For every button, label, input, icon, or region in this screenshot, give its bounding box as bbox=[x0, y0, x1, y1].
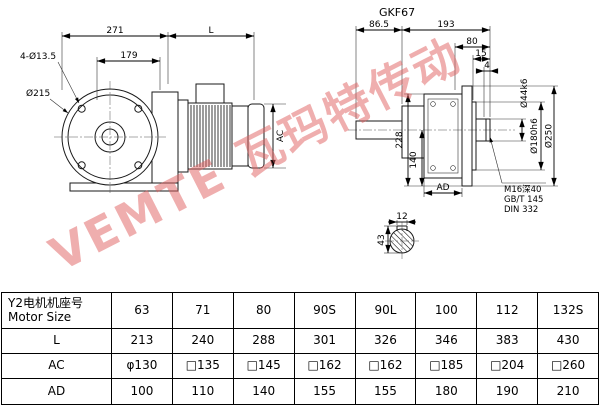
table-cell: 140 bbox=[232, 378, 295, 405]
bolt-hole bbox=[134, 161, 143, 170]
dim-140: 140 bbox=[409, 151, 419, 168]
dim-d215: Ø215 bbox=[26, 88, 50, 99]
dim-193: 193 bbox=[437, 20, 454, 30]
table-cell: □204 bbox=[476, 353, 539, 379]
gearbox-base bbox=[69, 182, 179, 192]
table-cell: □162 bbox=[293, 353, 356, 379]
table-cell: 155 bbox=[293, 378, 356, 405]
table-cell: 288 bbox=[232, 328, 295, 354]
left-view: 271 L 179 4-Ø13.5 Ø215 AC bbox=[20, 26, 286, 193]
dim-AD: AD bbox=[436, 183, 449, 193]
motor-size-table: Y2电机机座号 Motor Size 63 71 80 90S 90L 100 … bbox=[1, 292, 599, 405]
right-view: GKF67 86.5 193 bbox=[348, 6, 558, 259]
dim-179: 179 bbox=[120, 51, 137, 61]
right-view-title: GKF67 bbox=[379, 6, 415, 19]
dim-80: 80 bbox=[466, 37, 478, 47]
flange-spigot bbox=[471, 101, 477, 171]
motor-body bbox=[187, 83, 265, 170]
table-cell: φ130 bbox=[111, 353, 173, 379]
dim-L: L bbox=[208, 26, 213, 36]
table-cell: 213 bbox=[111, 328, 173, 354]
table-cell: 71 bbox=[171, 292, 234, 329]
bolt-hole bbox=[77, 104, 86, 113]
technical-drawing: 271 L 179 4-Ø13.5 Ø215 AC GKF67 bbox=[20, 6, 558, 259]
table-cell: □185 bbox=[415, 353, 478, 379]
table-cell: □135 bbox=[171, 353, 234, 379]
terminal-box bbox=[195, 83, 225, 104]
table-cell: 100 bbox=[415, 292, 478, 329]
dim-d250: Ø250 bbox=[544, 124, 555, 149]
shaft-section-view: 12 43 bbox=[377, 212, 419, 259]
bolt-hole bbox=[134, 104, 143, 113]
dim-228: 228 bbox=[395, 131, 405, 148]
right-view-dimensions: 86.5 193 80 15 4 Ø44k6 Ø180h6 bbox=[355, 20, 558, 215]
table-cell: 190 bbox=[476, 378, 539, 405]
table-cell: 155 bbox=[354, 378, 417, 405]
dim-271: 271 bbox=[106, 26, 123, 36]
table-cell: 383 bbox=[476, 328, 539, 354]
dim-12: 12 bbox=[396, 212, 407, 222]
table-cell: □260 bbox=[537, 353, 599, 379]
thread-note-line1: M16深40 bbox=[504, 185, 541, 195]
table-cell: □162 bbox=[354, 353, 417, 379]
dim-d180: Ø180h6 bbox=[529, 118, 540, 154]
dim-d44: Ø44k6 bbox=[519, 78, 530, 108]
fan-cover bbox=[247, 103, 265, 169]
table-row-AD: AD 100 110 140 155 155 180 190 210 bbox=[1, 378, 599, 405]
table-cell: 326 bbox=[354, 328, 417, 354]
dim-86-5: 86.5 bbox=[369, 20, 389, 30]
dim-15: 15 bbox=[475, 49, 486, 59]
table-header-row: Y2电机机座号 Motor Size 63 71 80 90S 90L 100 … bbox=[1, 292, 599, 329]
motor-end-bell bbox=[231, 105, 249, 167]
gearbox-section-body bbox=[348, 85, 515, 187]
table-cell: 240 bbox=[171, 328, 234, 354]
table-row-L: L 213 240 288 301 326 346 383 430 bbox=[1, 328, 599, 354]
table-row-AC: AC φ130 □135 □145 □162 □162 □185 □204 □2… bbox=[1, 353, 599, 379]
motor-size-header-cell: Y2电机机座号 Motor Size bbox=[1, 292, 112, 329]
motor-size-label-cn: Y2电机机座号 bbox=[8, 295, 83, 310]
row-label-AC: AC bbox=[1, 353, 112, 379]
dim-bolt-holes: 4-Ø13.5 bbox=[20, 51, 56, 62]
table-cell: 301 bbox=[293, 328, 356, 354]
output-flange bbox=[461, 85, 473, 187]
table-cell: 132S bbox=[537, 292, 599, 329]
table-cell: 430 bbox=[537, 328, 599, 354]
dim-AC: AC bbox=[276, 130, 286, 142]
table-cell: 63 bbox=[111, 292, 173, 329]
row-label-AD: AD bbox=[1, 378, 112, 405]
table-cell: 100 bbox=[111, 378, 173, 405]
row-label-L: L bbox=[1, 328, 112, 354]
gear-housing bbox=[423, 93, 463, 179]
table-cell: 210 bbox=[537, 378, 599, 405]
input-housing bbox=[401, 105, 425, 159]
thread-note-line3: DIN 332 bbox=[504, 205, 538, 215]
bolt-hole bbox=[77, 161, 86, 170]
table-cell: 112 bbox=[476, 292, 539, 329]
left-view-dimensions: 271 L 179 4-Ø13.5 Ø215 AC bbox=[20, 26, 286, 169]
gearbox-front-flange bbox=[54, 81, 166, 193]
table-cell: □145 bbox=[232, 353, 295, 379]
table-cell: 80 bbox=[232, 292, 295, 329]
table-cell: 180 bbox=[415, 378, 478, 405]
table-cell: 90L bbox=[354, 292, 417, 329]
dim-43: 43 bbox=[377, 234, 387, 245]
motor-size-label-en: Motor Size bbox=[8, 309, 72, 324]
dim-4: 4 bbox=[484, 61, 490, 71]
table-cell: 90S bbox=[293, 292, 356, 329]
output-shaft bbox=[475, 118, 491, 142]
thread-note-line2: GB/T 145 bbox=[504, 195, 543, 205]
table-cell: 346 bbox=[415, 328, 478, 354]
table-cell: 110 bbox=[171, 378, 234, 405]
